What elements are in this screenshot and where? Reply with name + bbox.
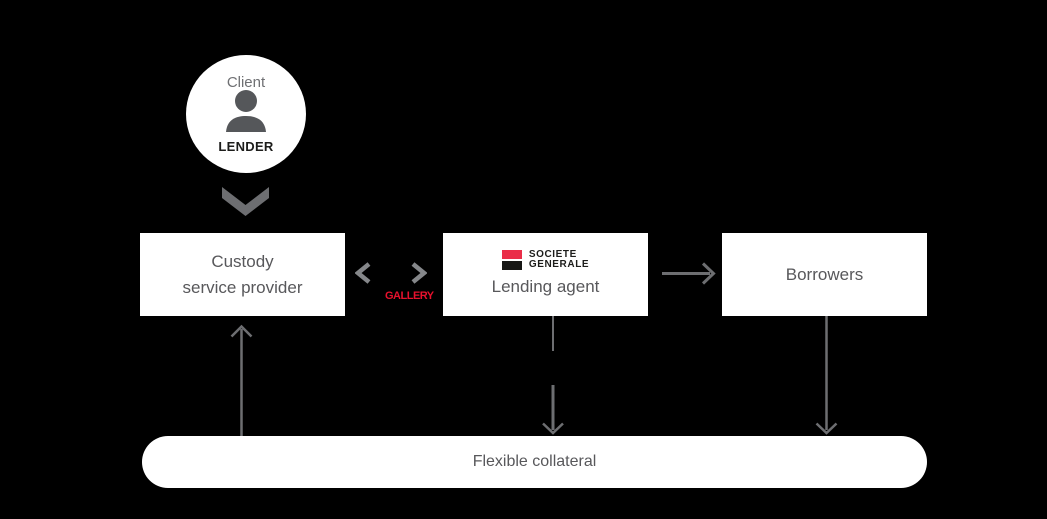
arrow-up-icon [230, 324, 253, 436]
logo-black-half [501, 261, 522, 270]
logo-red-half [501, 250, 522, 259]
lending-agent-label: Lending agent [491, 277, 600, 296]
arrow-down-icon [815, 316, 838, 435]
lending-agent-box: SOCIETE GENERALE Lending agent [443, 233, 648, 316]
flexible-collateral-label: Flexible collateral [472, 453, 597, 470]
lender-label: LENDER [218, 139, 274, 154]
borrowers-label: Borrowers [785, 264, 864, 284]
gallery-brand-label: GALLERY [385, 290, 434, 302]
flexible-collateral-box: Flexible collateral [142, 436, 927, 488]
client-label: Client [226, 74, 266, 91]
societe-generale-logo-icon [501, 250, 522, 270]
brand-line2: GENERALE [528, 259, 590, 270]
person-icon [226, 90, 266, 132]
custody-service-provider-box: Custody service provider [140, 233, 345, 316]
brand-line1: SOCIETE [528, 249, 577, 260]
chevron-right-icon [411, 262, 427, 284]
arrow-down-icon [542, 316, 564, 435]
borrowers-box: Borrowers [722, 233, 927, 316]
chevron-left-icon [355, 262, 371, 284]
chevron-down-icon [222, 187, 269, 216]
exchange-chevrons [355, 262, 427, 284]
arrow-right-icon [662, 262, 716, 285]
custody-label-line2: service provider [182, 277, 303, 297]
client-lender-node: Client LENDER [186, 55, 306, 173]
custody-label-line1: Custody [211, 251, 274, 271]
societe-generale-logo: SOCIETE GENERALE [501, 250, 589, 270]
societe-generale-wordmark: SOCIETE GENERALE [529, 250, 589, 270]
